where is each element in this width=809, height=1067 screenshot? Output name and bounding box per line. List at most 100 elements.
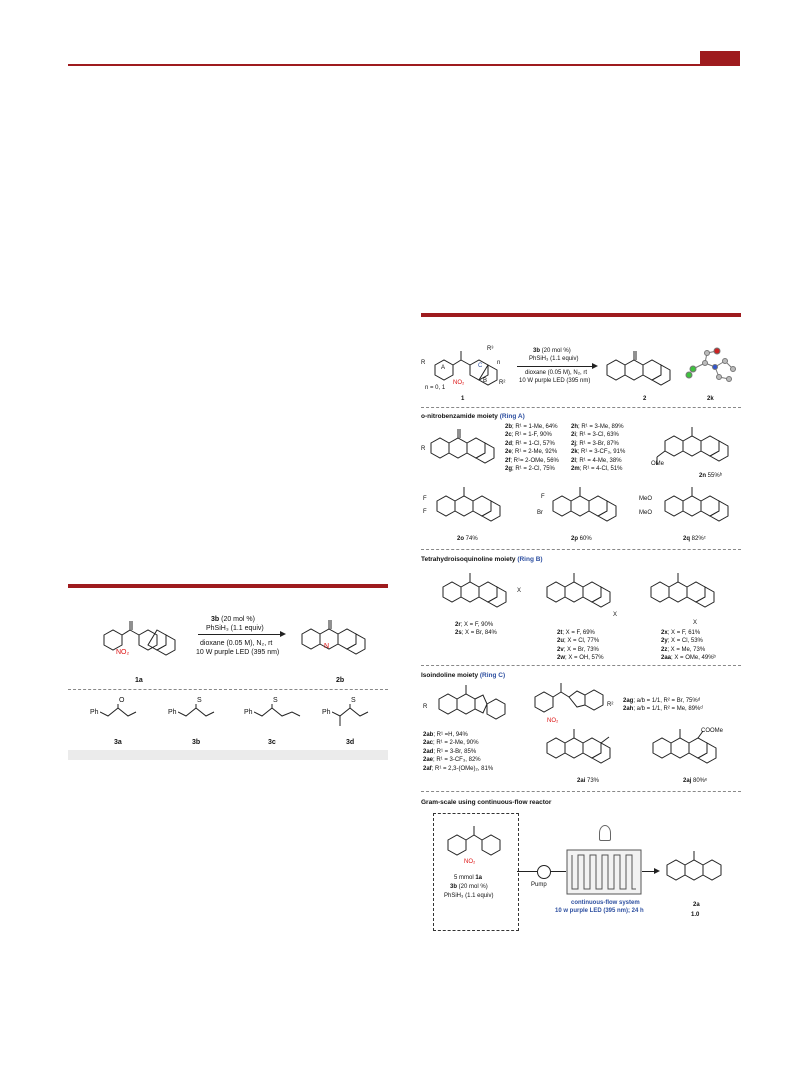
flow-cat: 3b (20 mol %) [450,884,488,890]
ring-a-label: A [441,365,446,371]
catalyst-3a: Ph O 3a [90,697,150,748]
catalyst-ph: Ph [244,709,253,716]
list-2t-2w: 2t; X = F, 69% 2u; X = Cl, 77% 2v; X = B… [557,629,604,663]
list-item: 2u; X = Cl, 77% [557,638,600,645]
label-2aj: 2aj 80%ᵉ [683,778,708,784]
structure-2-general [606,351,671,386]
header-rule [68,64,740,66]
flow-system-label: continuous-flow system [571,900,640,906]
structure-2n [656,427,729,465]
reagent-line-2: PhSiH₃ (1.1 equiv) [206,625,264,632]
list-item: 2m; R¹ = 4-Cl, 51% [571,466,623,473]
list-item: 2c; R¹ = 1-F, 90% [505,432,552,439]
catalyst-ph: Ph [90,709,99,716]
list-item: 2y; X = Cl, 53% [661,638,703,645]
flow-reagent: PhSiH₃ (1.1 equiv) [444,893,494,899]
catalyst-label: 3a [114,739,122,746]
list-2r-2s: 2r; X = F, 90% 2s; X = Br, 84% [455,621,497,638]
label-2p: 2p 60% [571,536,592,542]
catalyst-label: 3c [268,739,276,746]
flow-reactor-coil [566,849,642,895]
ring-c-label: C [478,363,483,369]
catalyst-skeleton [178,704,215,717]
list-item: 2v; X = Br, 73% [557,646,599,653]
list-item: 2ag; a/b = 1/1, R² = Br, 75%ᵈ [623,698,700,704]
label-2q: 2q 82%ᶜ [683,536,706,542]
led-lamp-icon [599,825,611,841]
table-header-bar [68,750,388,760]
top-cond-2: 10 W purple LED (395 nm) [519,378,591,384]
label-2o-f1: F [423,496,427,502]
conditions-line-1: dioxane (0.05 M), N₂, rt [200,640,273,647]
catalyst-heteroatom: O [119,697,125,704]
list-item: 2af; R¹ = 2,3-(OMe)₂, 81% [423,765,494,772]
list-item: 2b; R¹ = 1-Me, 64% [505,424,558,430]
structure-2ag-precursor [534,683,604,713]
list-item: 2r; X = F, 90% [455,622,494,628]
flow-arrow-head [654,868,660,874]
catalyst-label: 3b [192,739,201,746]
r1-label: R [421,360,426,366]
flow-line-1 [517,871,537,872]
divider-b [421,549,741,550]
list-item: 2ae; R¹ = 3-CF₃, 82% [423,757,481,764]
label-2q-meo1: MeO [639,496,653,502]
no2-label: NO₂ [453,380,465,386]
list-item: 2s; X = Br, 84% [455,630,497,637]
section-b-title: Tetrahydroisoquinoline moiety (Ring B) [421,556,543,563]
list-2ab-2af: 2ab; R¹ =H, 94% 2ac; R¹ = 2-Me, 90% 2ad;… [423,731,493,773]
label-2o-f2: F [423,509,427,515]
label-2ai: 2ai 73% [577,778,600,784]
right-scheme: A C B R R³ R² n NO₂ n = 0, 1 1 3b (20 mo… [421,335,741,935]
list-ring-a-col2: 2h; R¹ = 3-Me, 89% 2i; R¹ = 3-Cl, 63% 2j… [571,423,625,473]
structure-2ab [438,685,506,720]
flow-conditions-label: 10 w purple LED (395 nm); 24 h [555,908,644,914]
label-2t-x: X [613,612,618,618]
label-2r-x: X [517,588,522,594]
list-item: 2d; R¹ = 1-Cl, 57% [505,440,555,447]
section-a-title: o-nitrobenzamide moiety (Ring A) [421,413,525,420]
top-reagent: PhSiH₃ (1.1 equiv) [529,356,579,362]
structure-1a [103,621,176,656]
reaction-arrow [198,634,284,635]
ring-b-label: B [483,378,488,384]
flow-arrow [642,871,656,872]
label-2o: 2o 74% [457,536,478,542]
label-2ag-r2: R² [607,702,614,708]
list-item: 2l; R¹ = 4-Me, 38% [571,457,622,464]
reagent-line-1: 3b (20 mol %) [211,616,255,623]
list-item: 2e; R¹ = 2-Me, 92% [505,449,558,456]
catalyst-label: 3d [346,739,355,746]
r3-label: R³ [487,346,494,352]
left-figure-rule [68,584,388,588]
structure-2aj [652,729,717,764]
list-item: 2t; X = F, 69% [557,630,595,636]
divider-a [421,407,741,408]
flow-amount: 5 mmol 1a [454,875,483,881]
list-item: 2ac; R¹ = 2-Me, 90% [423,740,479,747]
catalyst-heteroatom: S [351,697,356,704]
structure-2b [301,620,366,655]
xray-structure-2k [685,347,736,382]
list-ring-a-col1: 2b; R¹ = 1-Me, 64% 2c; R¹ = 1-F, 90% 2d;… [505,423,559,473]
label-2a: 2a [693,902,700,908]
list-item: 2x; X = F, 61% [661,630,701,636]
left-divider [68,689,388,690]
catalyst-skeleton [254,704,301,717]
structure-2ai [546,729,611,764]
list-2x-2aa: 2x; X = F, 61% 2y; X = Cl, 53% 2z; X = M… [661,629,716,663]
label-2x-x: X [693,620,698,626]
label-2n-ome: OMe [651,461,665,467]
catalyst-heteroatom: S [273,697,278,704]
divider-c [421,665,741,666]
catalyst-skeleton [100,704,137,717]
list-item: 2z; X = Me, 73% [661,646,706,653]
label-2n: 2n 55%ᵇ [699,473,722,479]
catalyst-3b: Ph S 3b [168,697,228,748]
flow-input-box: NO₂ 5 mmol 1a 3b (20 mol %) PhSiH₃ (1.1 … [433,813,519,931]
label-2b: 2b [336,677,345,684]
list-item: 2f; R¹= 2-OMe, 56% [505,457,559,464]
top-reagent-cat: 3b (20 mol %) [533,348,571,354]
flow-no2: NO₂ [464,859,476,865]
list-2ag-2ah: 2ag; a/b = 1/1, R² = Br, 75%ᵈ 2ah; a/b =… [623,697,703,714]
